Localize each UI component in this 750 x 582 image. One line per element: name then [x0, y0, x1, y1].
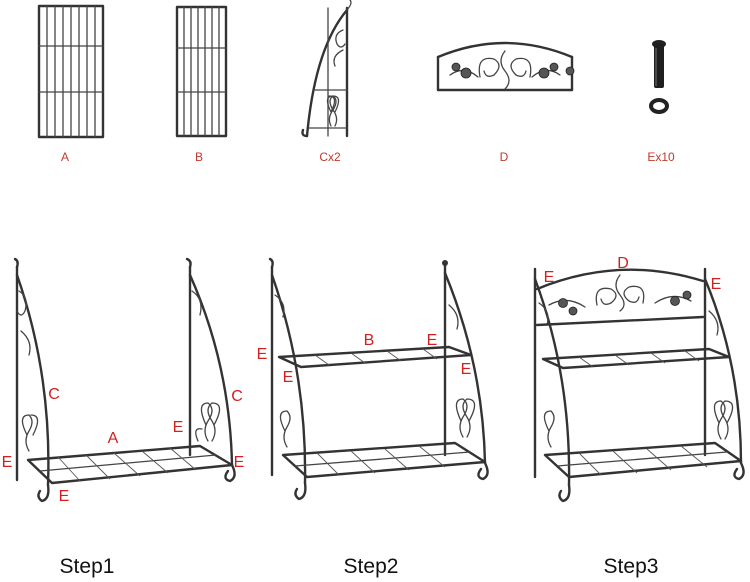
step2-callout-e-right: E [461, 362, 472, 378]
step2-callout-e-left-top: E [257, 347, 268, 363]
part-label-b: B [195, 150, 203, 164]
step2-figure [255, 255, 500, 520]
step1-callout-e-right: E [234, 455, 245, 471]
part-label-c: Cx2 [319, 150, 340, 164]
step3-figure [515, 255, 750, 520]
step2-callout-b: B [364, 333, 375, 349]
step2-label: Step2 [344, 555, 399, 579]
step1-callout-e-left: E [2, 455, 13, 471]
step1-callout-a: A [108, 431, 119, 447]
step3-callout-e-right: E [711, 277, 722, 293]
step1-callout-c-right: C [231, 389, 243, 405]
step2-callout-e-right-top: E [427, 333, 438, 349]
step3-callout-e-left: E [544, 270, 555, 286]
step1-callout-e-bottom: E [59, 489, 70, 505]
part-a-figure [30, 0, 120, 145]
step3-label: Step3 [604, 555, 659, 579]
part-label-a: A [61, 150, 69, 164]
step2-callout-e-left: E [283, 370, 294, 386]
part-c-figure [295, 0, 365, 145]
step3-callout-d: D [617, 256, 629, 272]
part-label-e: Ex10 [647, 150, 674, 164]
step1-callout-c-left: C [48, 387, 60, 403]
step1-figure [0, 255, 250, 520]
step1-callout-e-right-top: E [173, 420, 184, 436]
part-b-figure [168, 0, 238, 145]
part-e-figure [645, 38, 675, 118]
part-d-figure [430, 35, 580, 105]
step1-label: Step1 [60, 555, 115, 579]
part-label-d: D [500, 150, 509, 164]
